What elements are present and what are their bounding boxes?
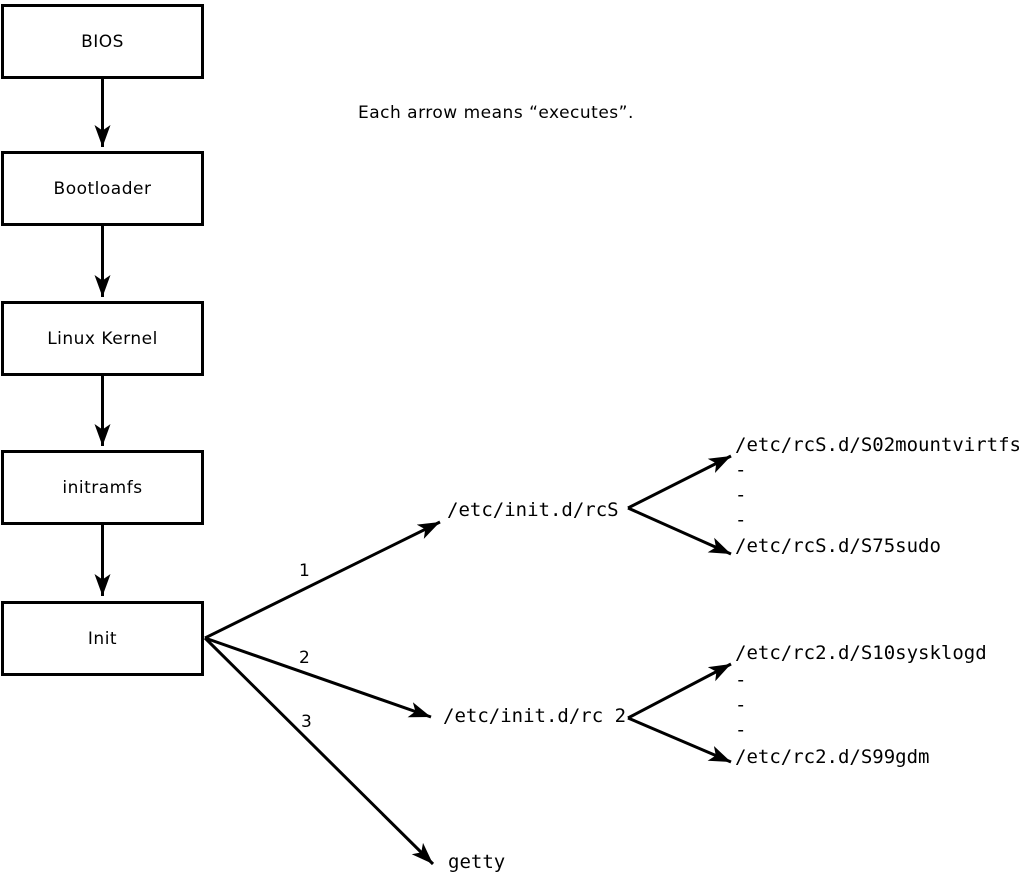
arrow-rcs-to-s02 [627,454,732,510]
arrow-number-3: 3 [301,712,312,732]
box-linux-kernel: Linux Kernel [1,301,204,376]
box-init: Init [1,601,204,676]
label-etc-init-d-rc2: /etc/init.d/rc 2 [443,705,627,727]
label-getty: getty [448,851,506,873]
arrow-number-2: 2 [299,648,310,668]
box-init-label: Init [87,628,118,649]
box-bootloader-label: Bootloader [53,178,152,199]
caption-executes: Each arrow means “executes”. [358,103,634,123]
label-rc2-s99gdm: /etc/rc2.d/S99gdm [735,746,930,768]
arrow-rc2-to-s10 [627,662,732,720]
label-rc2-s10sysklogd: /etc/rc2.d/S10sysklogd [735,642,987,664]
label-rcs-dash-2: - [735,484,747,506]
label-rc2-dash-3: - [735,719,747,741]
arrow-init-to-rcs [204,520,441,640]
label-rcs-dash-3: - [735,509,747,531]
box-linux-kernel-label: Linux Kernel [47,328,158,349]
label-etc-init-d-rcs: /etc/init.d/rcS [447,499,619,521]
arrow-number-1: 1 [299,561,310,581]
label-rc2-dash-2: - [735,694,747,716]
arrow-init-to-getty [203,636,435,866]
box-bios: BIOS [1,4,204,79]
box-initramfs-label: initramfs [62,477,143,498]
label-rc2-dash-1: - [735,669,747,691]
box-bootloader: Bootloader [1,151,204,226]
arrow-rc2-to-s99 [627,716,732,764]
box-initramfs: initramfs [1,450,204,525]
label-rcs-s75sudo: /etc/rcS.d/S75sudo [735,535,941,557]
arrow-rcs-to-s75 [627,506,732,556]
box-bios-label: BIOS [81,31,124,52]
label-rcs-s02mountvirtfs: /etc/rcS.d/S02mountvirtfs [735,434,1021,456]
label-rcs-dash-1: - [735,459,747,481]
arrow-init-to-rc2 [204,636,432,719]
